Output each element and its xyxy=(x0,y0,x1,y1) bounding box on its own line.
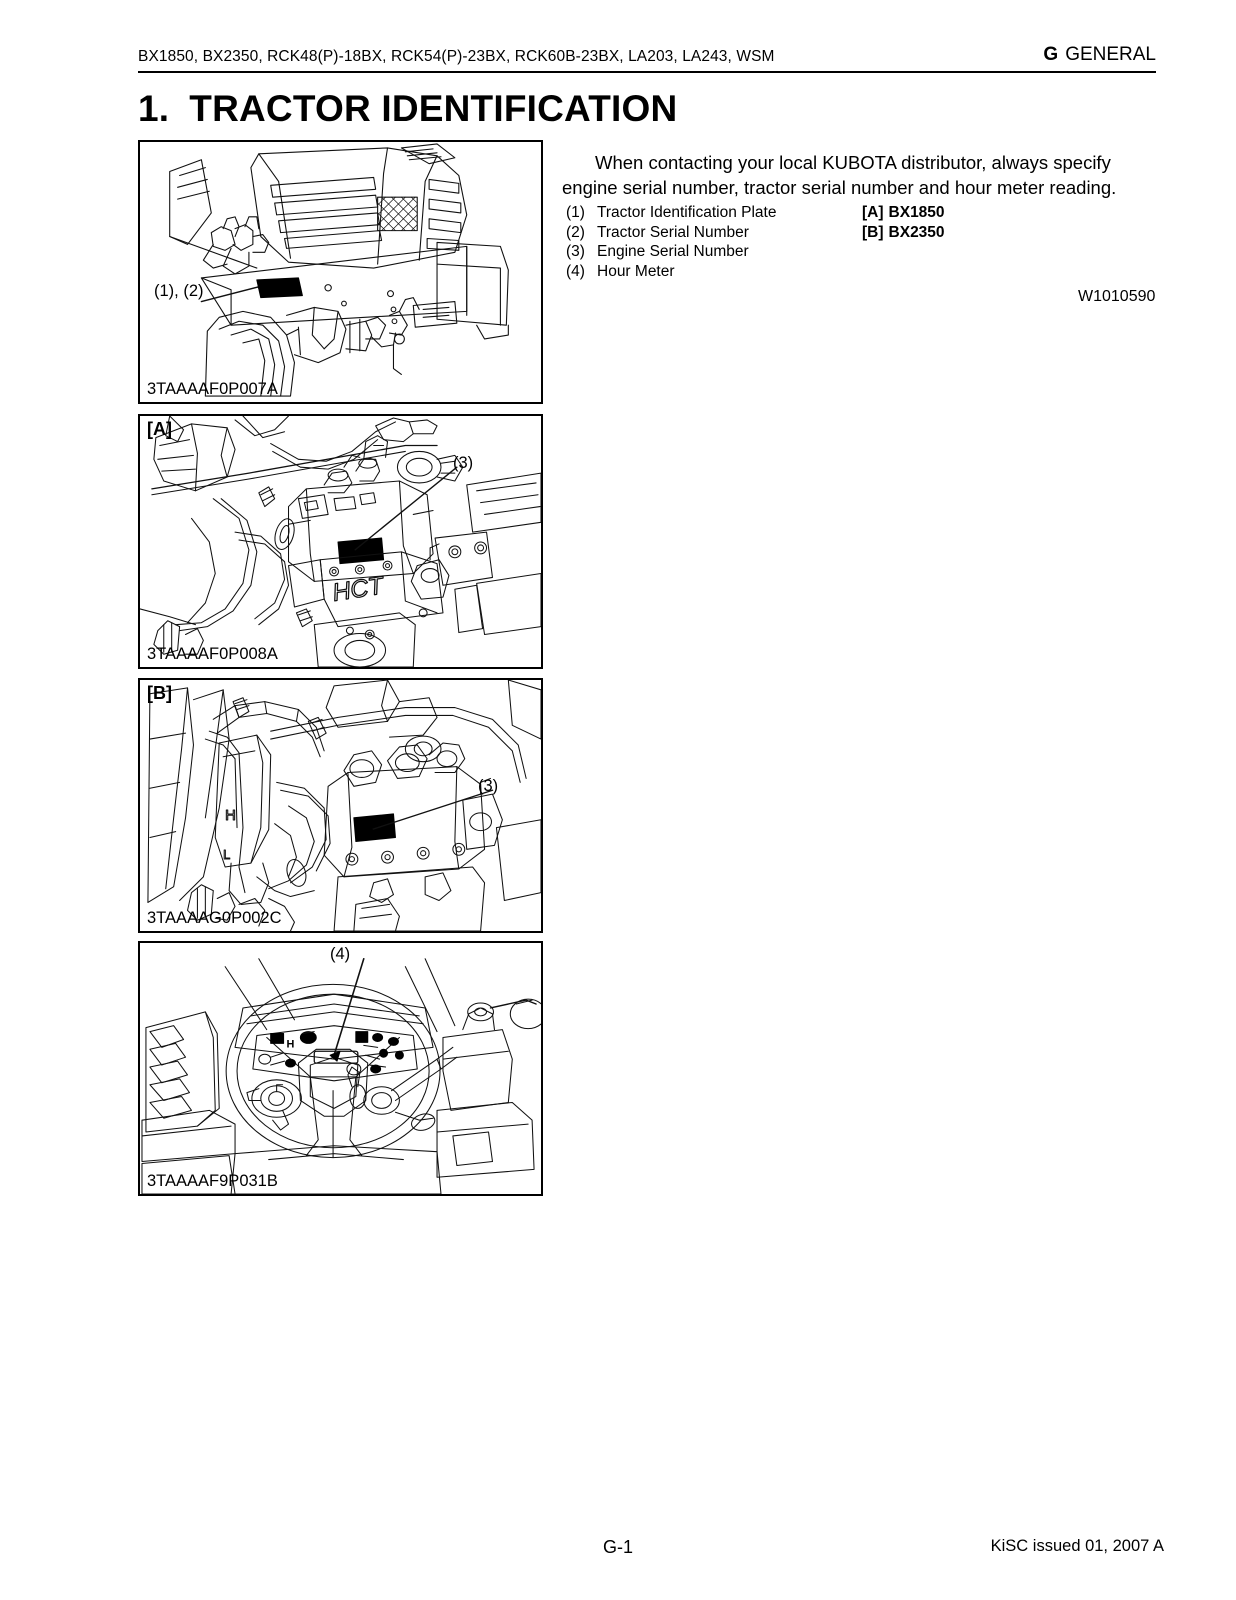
footer-page-number: G-1 xyxy=(602,1537,633,1557)
header-section: G GENERAL xyxy=(1043,44,1156,66)
figure-callout-3: (3) xyxy=(478,777,499,795)
footer-issue: KiSC issued 01, 2007 A xyxy=(990,1537,1164,1555)
page-title-number: 1. xyxy=(138,88,170,129)
page-header: BX1850, BX2350, RCK48(P)-18BX, RCK54(P)-… xyxy=(138,44,1156,66)
figure-panel-front-view: (1), (2) 3TAAAAF0P007A xyxy=(138,140,543,404)
figure-callout-1-2: (1), (2) xyxy=(154,282,204,300)
legend-number: (4) xyxy=(566,262,585,280)
reference-code: W1010590 xyxy=(1078,288,1156,305)
legend-label: Engine Serial Number xyxy=(597,243,749,260)
engine-bay-bx2350-illustration: H L xyxy=(147,680,541,931)
variant-entry: [B]BX2350 xyxy=(862,224,945,242)
figure-caption: 3TAAAAG0P002C xyxy=(147,909,282,927)
legend-label: Tractor Serial Number xyxy=(597,223,749,241)
legend-label: Tractor Identification Plate xyxy=(597,204,777,221)
legend-row: (3) Engine Serial Number xyxy=(566,243,1166,263)
figure-callout-4: (4) xyxy=(330,945,351,963)
variant-entry: [A]BX1850 xyxy=(862,204,945,222)
legend-number: (2) xyxy=(566,223,585,241)
figure-variant-label: [B] xyxy=(147,683,172,703)
figure-caption: 3TAAAAF0P007A xyxy=(147,380,278,398)
legend-row: (4) Hour Meter xyxy=(566,263,1166,283)
figure-caption: 3TAAAAF9P031B xyxy=(147,1172,278,1190)
reservoir-mark-low: L xyxy=(223,847,230,862)
section-letter: G xyxy=(1043,44,1059,65)
header-model-list: BX1850, BX2350, RCK48(P)-18BX, RCK54(P)-… xyxy=(138,48,775,65)
section-name: GENERAL xyxy=(1065,44,1156,65)
figure-variant-label: [A] xyxy=(147,419,172,439)
steering-wheel-dashboard-illustration: H xyxy=(141,957,541,1194)
legend-number: (3) xyxy=(566,243,585,260)
legend-list: (1) Tractor Identification Plate [A]BX18… xyxy=(566,204,1166,282)
reservoir-mark-high: H xyxy=(225,808,236,824)
tractor-front-illustration xyxy=(169,143,509,397)
svg-text:HCT: HCT xyxy=(331,572,387,607)
page-title: 1. TRACTOR IDENTIFICATION xyxy=(138,88,677,130)
figure-panel-engine-bx1850: HCT xyxy=(138,414,543,669)
variant-tag: [B] xyxy=(862,223,884,241)
legend-row: (1) Tractor Identification Plate [A]BX18… xyxy=(566,204,1166,224)
header-divider xyxy=(138,71,1156,73)
legend-number: (1) xyxy=(566,204,585,221)
legend-label: Hour Meter xyxy=(597,262,675,280)
variant-model: BX2350 xyxy=(888,223,945,241)
figure-panel-engine-bx2350: H L xyxy=(138,678,543,933)
figure-caption: 3TAAAAF0P008A xyxy=(147,645,278,663)
variant-model: BX1850 xyxy=(888,204,945,221)
legend-row: (2) Tractor Serial Number [B]BX2350 xyxy=(566,224,1166,244)
svg-text:H: H xyxy=(287,1038,295,1050)
intro-paragraph: When contacting your local KUBOTA distri… xyxy=(562,152,1117,198)
engine-bay-bx1850-illustration: HCT xyxy=(140,416,541,667)
page-title-text: TRACTOR IDENTIFICATION xyxy=(189,88,678,129)
figure-panel-operator-station: H xyxy=(138,941,543,1196)
variant-tag: [A] xyxy=(862,204,884,221)
figure-callout-3: (3) xyxy=(453,454,474,472)
